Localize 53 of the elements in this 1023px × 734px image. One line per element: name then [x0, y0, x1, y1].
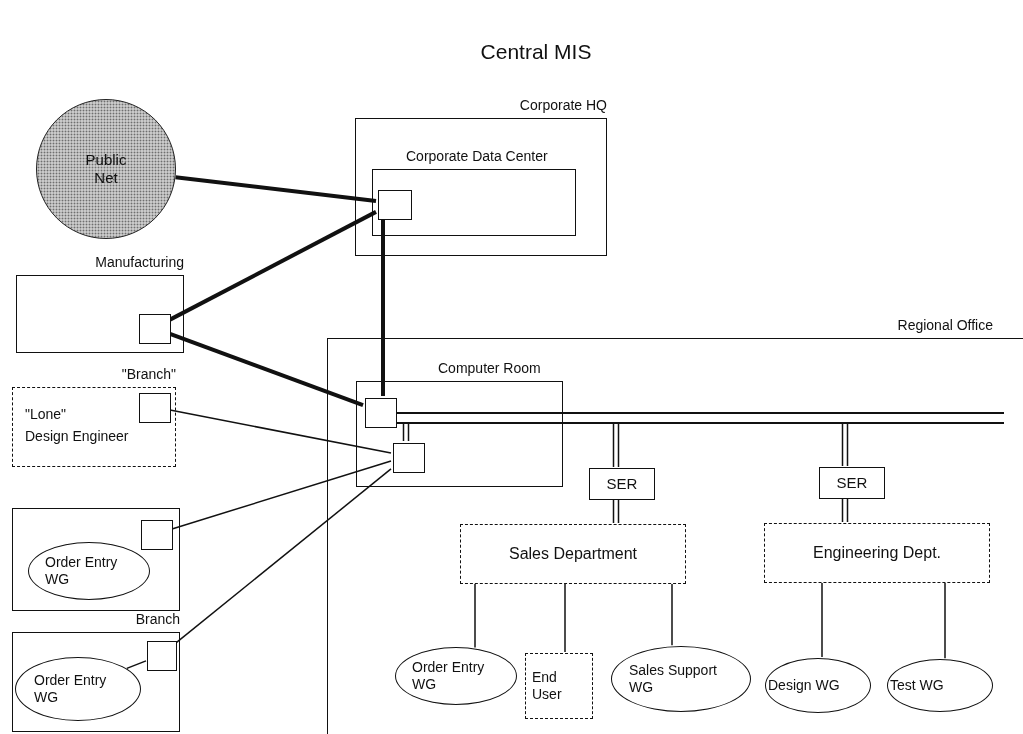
department-label: Engineering Dept.: [812, 543, 942, 563]
connector-line: [821, 581, 823, 658]
connector-line: [612, 422, 620, 468]
workgroup-label: Design WG: [768, 677, 841, 694]
diagram-title: Central MIS: [479, 40, 593, 64]
connector-line: [175, 468, 392, 644]
connector-line: [841, 497, 849, 523]
server-label: SER: [606, 475, 638, 493]
server-label: SER: [836, 474, 868, 492]
server-box: [589, 468, 655, 500]
workgroup-label: Sales Support WG: [629, 662, 718, 696]
site-label: Corporate Data Center: [406, 147, 548, 165]
connector-line: [841, 422, 849, 467]
workgroup-label: Order Entry WG: [412, 659, 486, 693]
site-label: Design Engineer: [25, 427, 129, 446]
site-label: Corporate HQ: [519, 96, 607, 114]
router-box: [365, 398, 397, 428]
network-label: Public Net: [84, 151, 128, 187]
connector-line: [169, 409, 392, 454]
network-link: [169, 332, 364, 407]
site-label: Regional Office: [897, 316, 993, 334]
network-link: [169, 210, 377, 322]
connector-line: [402, 422, 410, 442]
department-box: [764, 523, 990, 583]
router-box: [393, 443, 425, 473]
network-link: [175, 175, 377, 203]
site-label: Computer Room: [438, 359, 541, 377]
department-label: Sales Department: [508, 544, 638, 564]
connector-line: [612, 498, 620, 524]
router-box: [378, 190, 412, 220]
connector-line: [474, 582, 476, 649]
user-label: End User: [532, 669, 563, 703]
connector-line: [944, 581, 946, 659]
site-label: Branch: [135, 610, 180, 628]
workgroup-label: Order Entry WG: [34, 672, 108, 706]
workgroup-label: Test WG: [890, 677, 945, 694]
connector-line: [671, 582, 673, 646]
site-label: "Lone": [25, 405, 67, 424]
router-box: [147, 641, 177, 671]
department-box: [460, 524, 686, 584]
router-box: [139, 393, 171, 423]
router-box: [141, 520, 173, 550]
user-box: [525, 653, 593, 719]
server-box: [819, 467, 885, 499]
site-label: "Branch": [121, 365, 176, 383]
connector-line: [564, 582, 566, 653]
connector-line: [171, 460, 392, 530]
network-bus: [396, 412, 1004, 424]
router-box: [139, 314, 171, 344]
workgroup-label: Order Entry WG: [45, 554, 119, 588]
site-label: Manufacturing: [95, 253, 184, 271]
network-link: [381, 218, 385, 396]
connector-line: [126, 660, 147, 670]
